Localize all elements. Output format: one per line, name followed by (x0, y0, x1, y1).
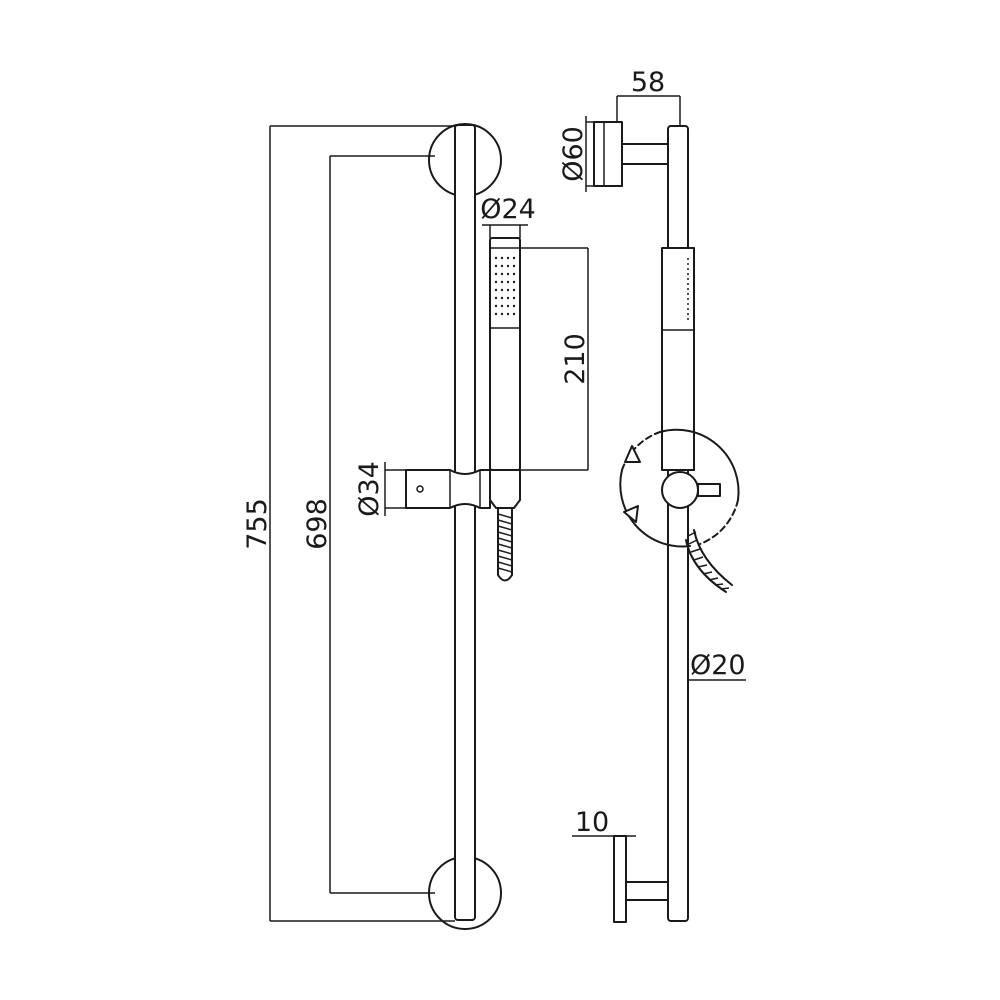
dimension-flange-thickness: 10 (572, 807, 636, 838)
dimension-handshower-length: 210 (520, 247, 591, 471)
hand-shower (489, 237, 521, 509)
front-rail (454, 124, 476, 921)
dimension-slider-diameter: Ø34 (354, 461, 406, 517)
side-rail (667, 125, 689, 922)
dimension-label-58: 58 (631, 67, 665, 98)
dimension-overall-height: 755 (242, 125, 455, 922)
side-slider (661, 471, 721, 509)
dimension-bracket-spacing: 698 (302, 155, 435, 894)
dimension-rail-diameter: Ø20 (688, 650, 746, 681)
side-hose (685, 529, 733, 593)
side-hand-shower (661, 247, 695, 471)
rotation-arrow-up-icon (624, 445, 641, 463)
rotation-indicator (619, 428, 740, 548)
spray-nozzles (494, 256, 516, 316)
dimension-wall-projection: 58 (616, 67, 681, 126)
dimension-wall-flange-diameter: Ø60 (558, 116, 594, 192)
dimension-label-210: 210 (560, 333, 591, 385)
slider-body (405, 469, 491, 509)
dimension-label-d24: Ø24 (480, 194, 536, 225)
dimension-label-d60: Ø60 (558, 126, 589, 182)
dimension-handshower-diameter: Ø24 (480, 194, 536, 238)
side-view: 58 Ø60 Ø20 10 (558, 67, 746, 923)
dimension-label-10: 10 (575, 807, 609, 838)
dimension-label-d34: Ø34 (354, 461, 385, 517)
dimension-label-d20: Ø20 (690, 650, 746, 681)
front-view: 755 698 Ø34 Ø24 210 (242, 123, 591, 930)
shower-hose (497, 507, 513, 582)
bottom-wall-flange (613, 835, 669, 923)
rotation-arrow-down-icon (623, 505, 639, 523)
dimension-label-698: 698 (302, 498, 333, 550)
dimension-label-755: 755 (242, 498, 273, 550)
top-wall-flange (593, 121, 669, 187)
